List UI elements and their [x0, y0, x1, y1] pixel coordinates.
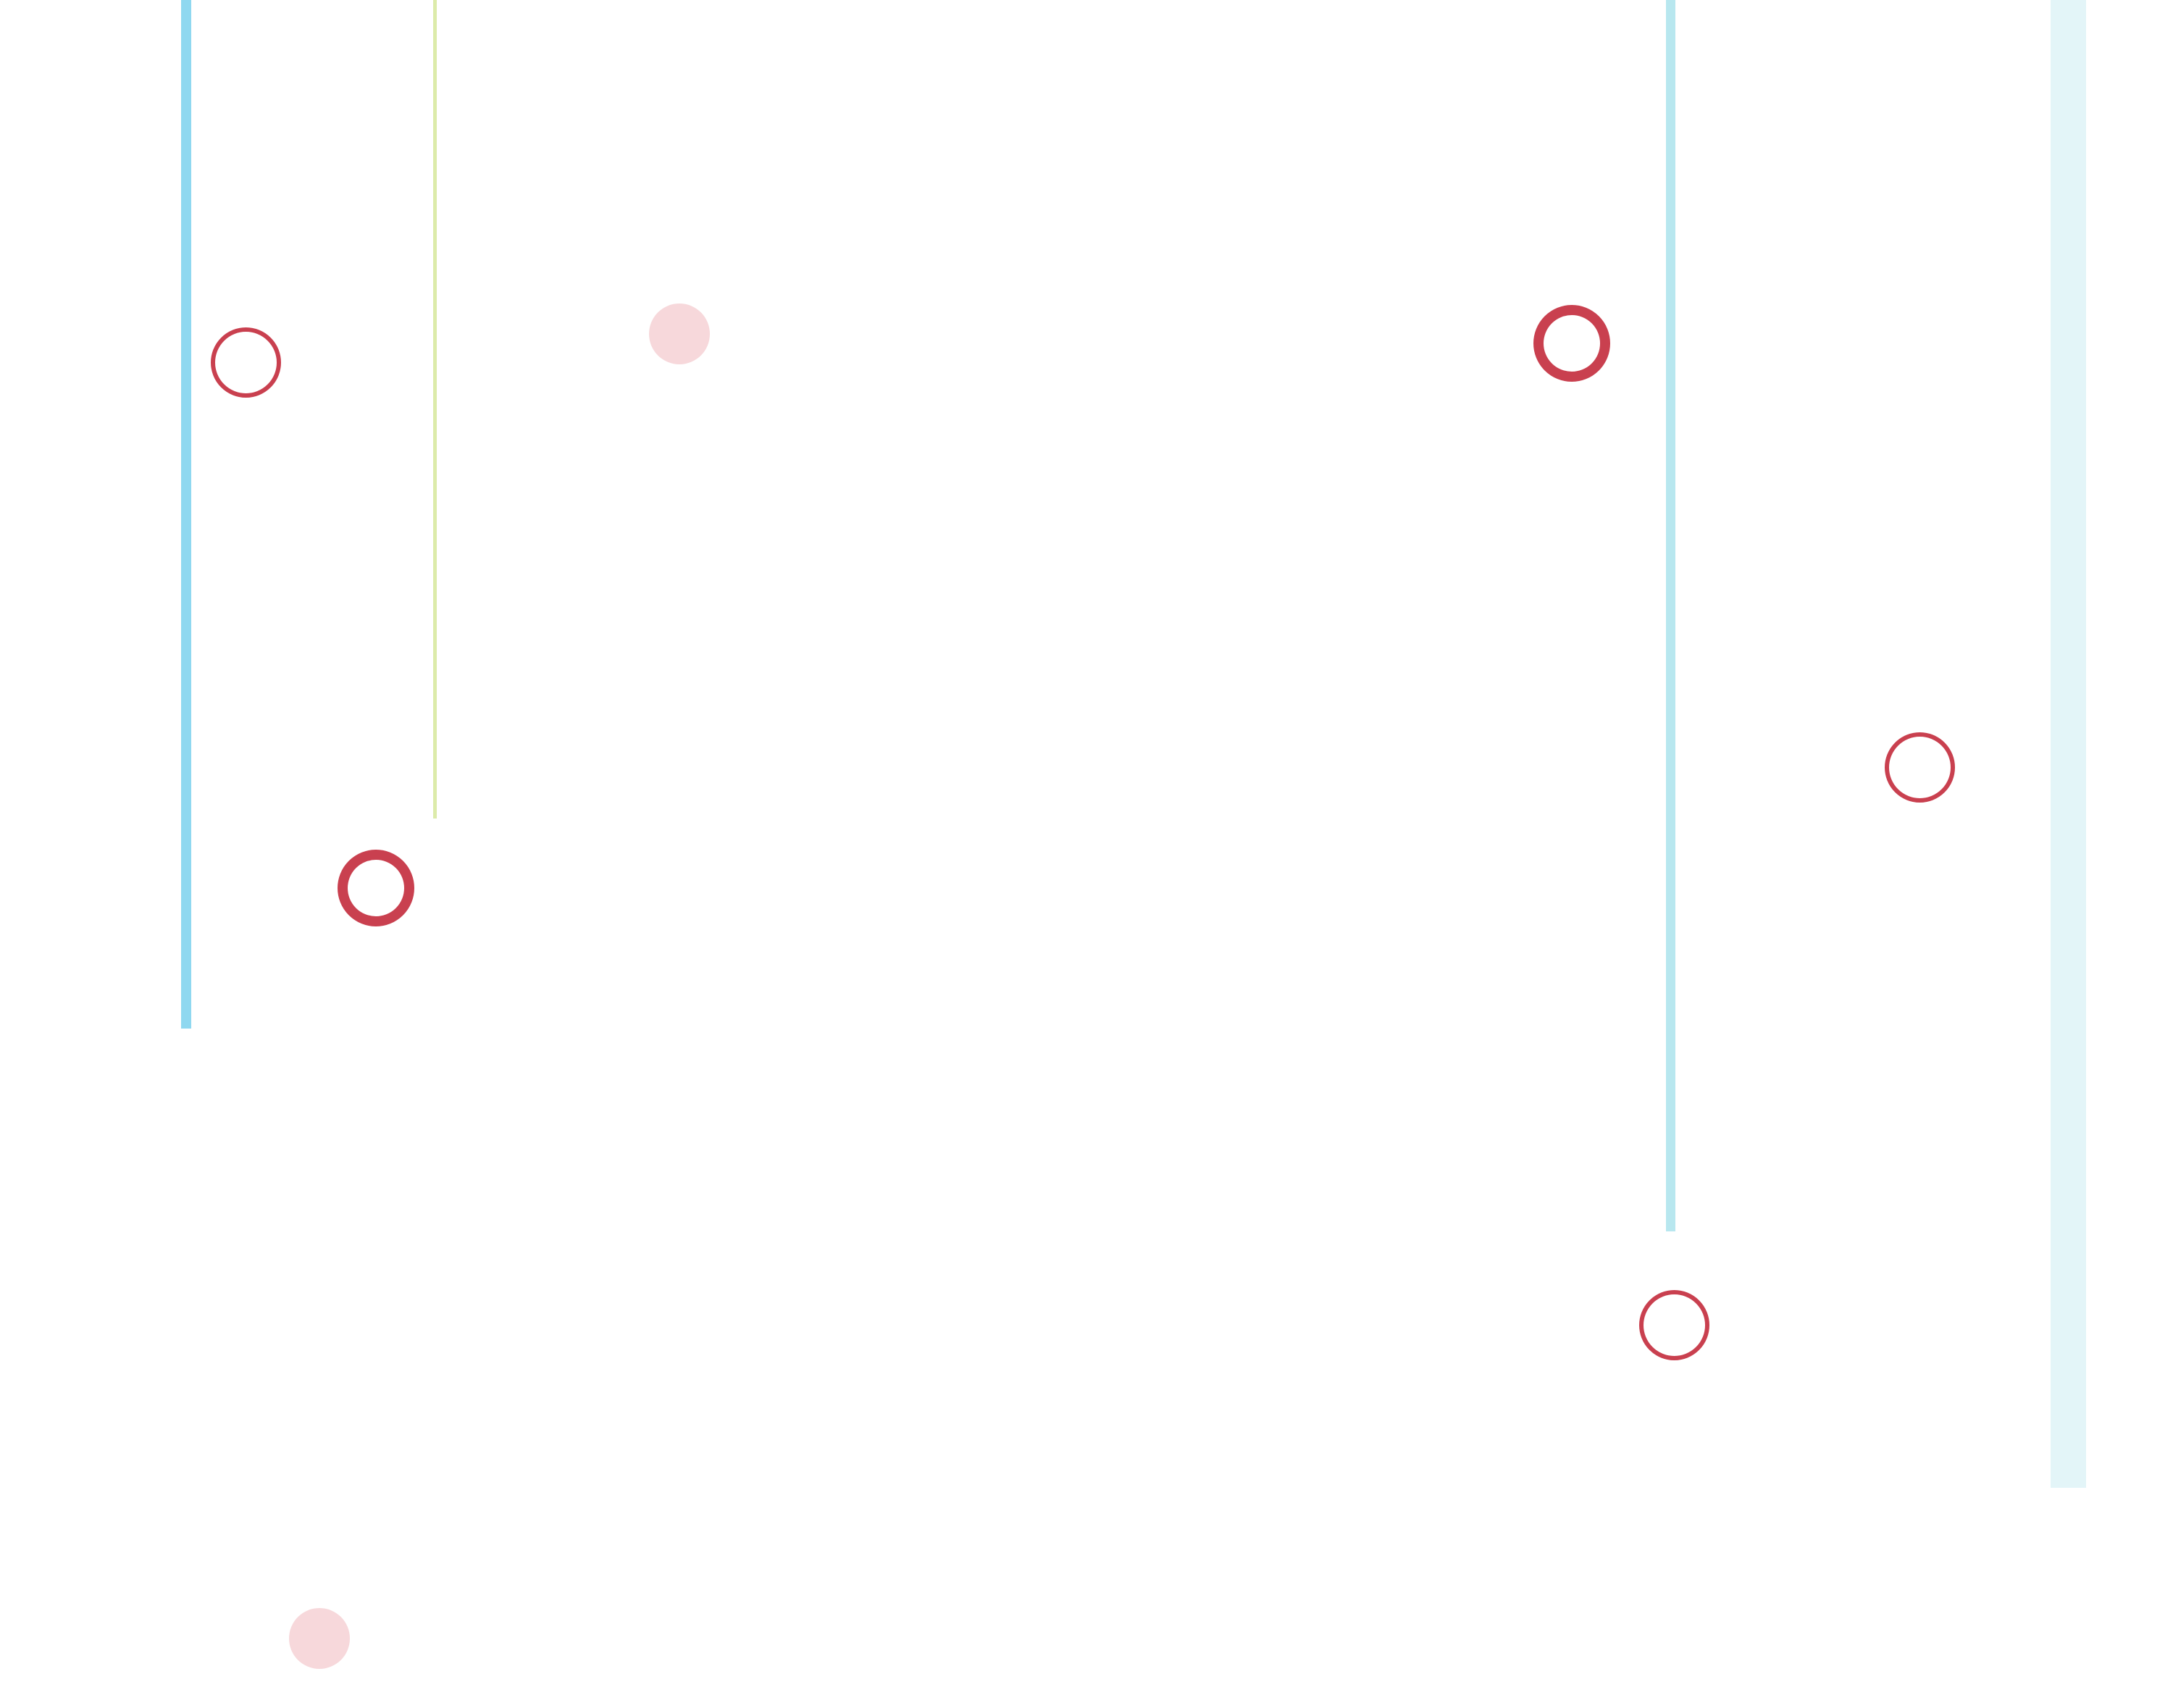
- ring-circle: [1885, 732, 1955, 803]
- pink-dot: [649, 303, 710, 364]
- pink-dot: [289, 1608, 350, 1669]
- ring-circle: [1639, 1290, 1709, 1360]
- blue-vertical-line: [181, 0, 191, 1029]
- ring-circle-thick: [338, 850, 414, 926]
- ring-circle-thick: [1533, 305, 1610, 382]
- pale-vertical-bar: [2051, 0, 2086, 1488]
- teal-vertical-line: [1666, 0, 1675, 1231]
- ring-circle: [211, 327, 281, 398]
- green-vertical-line: [433, 0, 437, 819]
